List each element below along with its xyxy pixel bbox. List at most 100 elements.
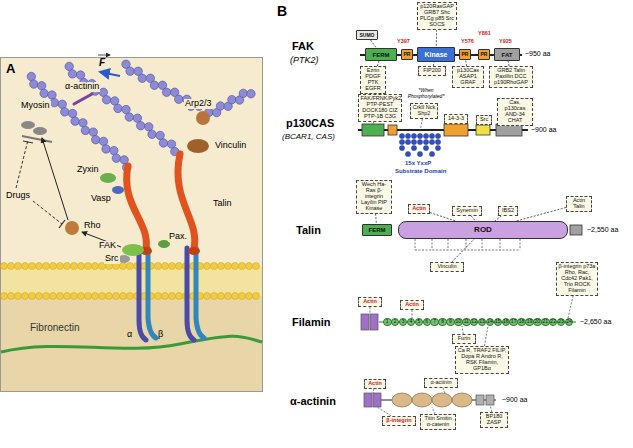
node-text: 14-3-3 xyxy=(448,115,464,121)
interactor-box: Actin xyxy=(364,379,386,389)
protein-label: α-actinin xyxy=(290,395,336,407)
lipid-head xyxy=(232,293,239,300)
interactor-box: Vinculin xyxy=(430,262,464,272)
membrane xyxy=(1,263,260,300)
lipid-head xyxy=(8,293,15,300)
node-text: 2 xyxy=(394,319,397,324)
interactor-box: p130Cas ASAP1 GRAF xyxy=(452,66,484,88)
extracellular-space xyxy=(1,296,262,391)
spectrin-repeat xyxy=(432,393,452,407)
protein-label: Filamin xyxy=(292,316,331,328)
domain-box: Kinase xyxy=(417,47,455,62)
actin-monomer xyxy=(102,96,110,104)
actin-monomer xyxy=(71,117,79,125)
lipid-head xyxy=(218,293,225,300)
node-text: Actin xyxy=(363,298,377,304)
fak-shape xyxy=(122,244,144,256)
ch-domain xyxy=(361,314,369,330)
filamin-repeat: 24 xyxy=(565,318,574,327)
actin-monomer xyxy=(37,82,45,90)
node-text: FAK/FRNK/Pyk2 PTP-PEST DOCK180 CIZ PTP-1… xyxy=(361,95,402,119)
part-label: A xyxy=(6,62,15,76)
protein-label: (PTK2) xyxy=(290,56,319,66)
node-text: 15 xyxy=(495,319,501,324)
node-text: 11 xyxy=(464,319,469,324)
yxxp-motif xyxy=(411,145,416,150)
vector-arrow xyxy=(98,55,110,56)
lipid-head xyxy=(29,293,36,300)
part-label: Pax. xyxy=(168,232,188,242)
actin-monomer xyxy=(133,114,141,122)
interactor-box: FIP200 xyxy=(418,66,446,76)
binding-connector xyxy=(371,40,377,48)
lipid-head xyxy=(71,263,78,270)
lipid-head xyxy=(113,293,120,300)
protein-label: Y576 xyxy=(461,38,474,44)
part-label: FAK xyxy=(98,241,117,251)
actin-monomer xyxy=(110,146,118,154)
actin-monomer xyxy=(175,95,183,103)
arp23-shape xyxy=(196,111,210,125)
inhibition-bar xyxy=(59,220,65,228)
yxxp-motif xyxy=(435,133,440,138)
interactor-box: 14-3-3 xyxy=(444,114,468,124)
protein-label: *When Phosphorylated* xyxy=(404,88,448,99)
inhibition-line xyxy=(33,201,62,224)
integrin-alpha xyxy=(187,248,194,340)
talin-head xyxy=(188,247,200,255)
node-text: SUMO xyxy=(360,33,375,38)
myosin-head xyxy=(33,127,47,135)
yxxp-motif xyxy=(405,151,410,156)
node-text: 1 xyxy=(386,319,389,324)
lipid-head xyxy=(43,293,50,300)
part-label: Vinculin xyxy=(214,141,247,151)
actin-monomer xyxy=(162,88,170,96)
lipid-head xyxy=(99,293,106,300)
node-text: Titin Smitin α-catenin xyxy=(425,415,452,427)
node-text: 14 xyxy=(487,319,493,324)
proline-domain xyxy=(388,125,397,135)
lipid-head xyxy=(246,293,253,300)
interactor-box: α-actinin xyxy=(424,378,458,388)
leader-line xyxy=(420,119,422,131)
zyxin-shape xyxy=(100,173,116,183)
node-text: Furin xyxy=(458,335,471,341)
inhibition-bar xyxy=(23,141,33,143)
node-text: 23 xyxy=(558,319,564,324)
actin-monomer xyxy=(65,62,73,70)
node-text: 8 xyxy=(441,319,444,324)
lipid-head xyxy=(211,263,218,270)
lipid-head xyxy=(78,293,85,300)
node-text: β-integrin xyxy=(386,417,411,423)
node-text: Vinculin xyxy=(437,263,456,269)
lipid-head xyxy=(176,263,183,270)
actin-monomer xyxy=(112,154,120,162)
lipid-head xyxy=(155,293,162,300)
node-text: 10 xyxy=(456,319,462,324)
yxxp-motif xyxy=(399,133,404,138)
inhibition-line xyxy=(16,140,28,188)
node-text: PR xyxy=(404,52,411,57)
part-label: α xyxy=(127,330,132,340)
actin-filaments xyxy=(27,60,255,172)
actin-monomer xyxy=(50,98,58,106)
actin-monomer xyxy=(68,109,76,117)
actin-monomer xyxy=(102,145,110,153)
interactor-box: Actin xyxy=(408,204,430,214)
domain-box: FERM xyxy=(365,48,397,61)
lipid-head xyxy=(78,263,85,270)
integrin-beta xyxy=(196,248,204,338)
integrin-beta xyxy=(148,248,156,338)
node-text: BP180 ZASP xyxy=(486,413,503,425)
node-text: CrkII Nck Shp2 xyxy=(413,104,436,116)
node-text: 9 xyxy=(449,319,452,324)
domain-box: FAT xyxy=(494,48,520,61)
vinculin-shape xyxy=(187,139,209,153)
node-text: Ezrin PDGF PTK EGFR xyxy=(365,67,380,91)
interactor-box: β-integrin p73a Rho, Rac, Cdc42 Pak1, Tr… xyxy=(556,262,598,296)
lipid-head xyxy=(64,293,71,300)
yxxp-motif xyxy=(411,133,416,138)
protein-label: ~900 aa xyxy=(502,396,528,404)
interactor-box: BP180 ZASP xyxy=(480,412,508,428)
